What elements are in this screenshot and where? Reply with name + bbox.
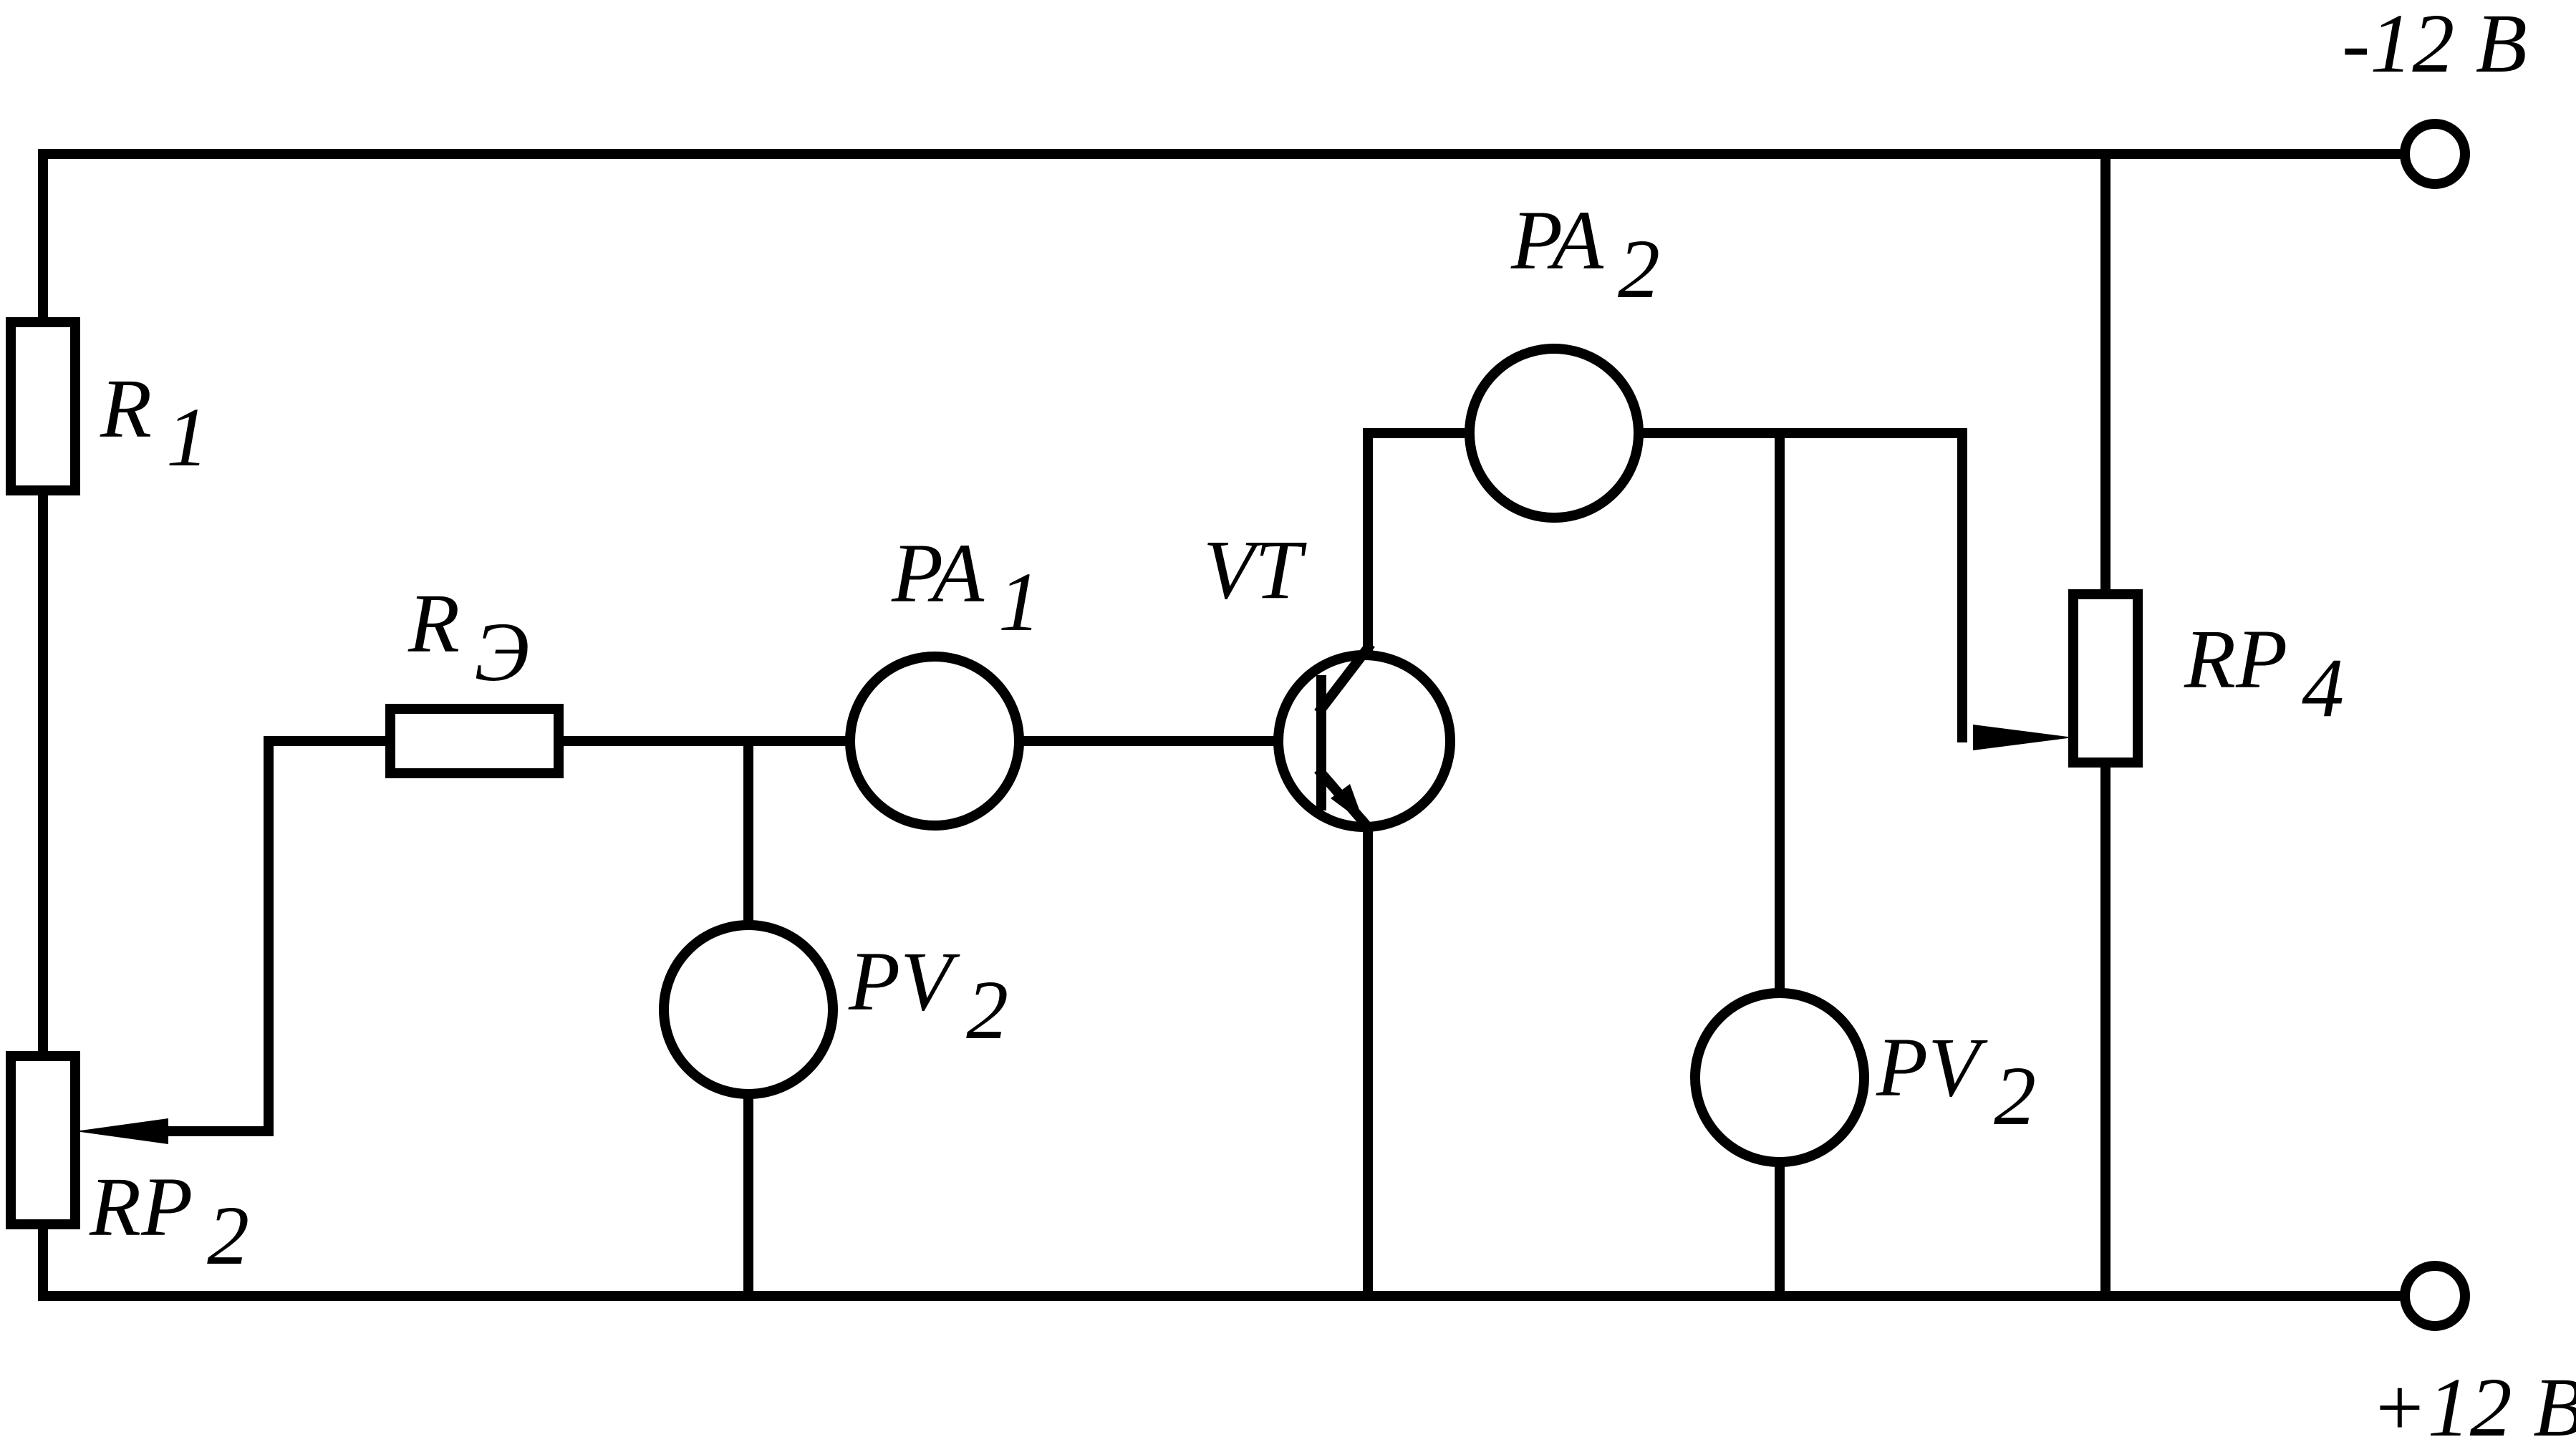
terminal-positive-label: +12 B [2370, 1360, 2576, 1452]
terminal-negative-label: -12 B [2342, 0, 2527, 90]
components [6, 119, 2470, 1331]
vt-label: VT [1203, 523, 1307, 616]
rp4-wiper-arrow-icon [1973, 725, 2073, 750]
rp2-wiper-arrow-icon [75, 1118, 168, 1144]
terminal-negative [2400, 119, 2470, 189]
collector-branch-wire [1363, 428, 1967, 742]
ammeter-pa1 [845, 652, 1024, 831]
transistor-vt [1273, 641, 1455, 834]
terminal-positive [2400, 1261, 2470, 1331]
resistor-re [385, 704, 564, 778]
potentiometer-rp2 [6, 1051, 80, 1229]
voltmeter-right [1690, 988, 1869, 1167]
resistor-r1 [6, 317, 80, 495]
voltmeter-left [659, 920, 838, 1099]
potentiometer-rp4 [2068, 589, 2143, 768]
rp2-wiper-wire [163, 736, 395, 1136]
ammeter-pa2 [1465, 344, 1644, 523]
emitter-arrow-icon [1331, 784, 1364, 823]
